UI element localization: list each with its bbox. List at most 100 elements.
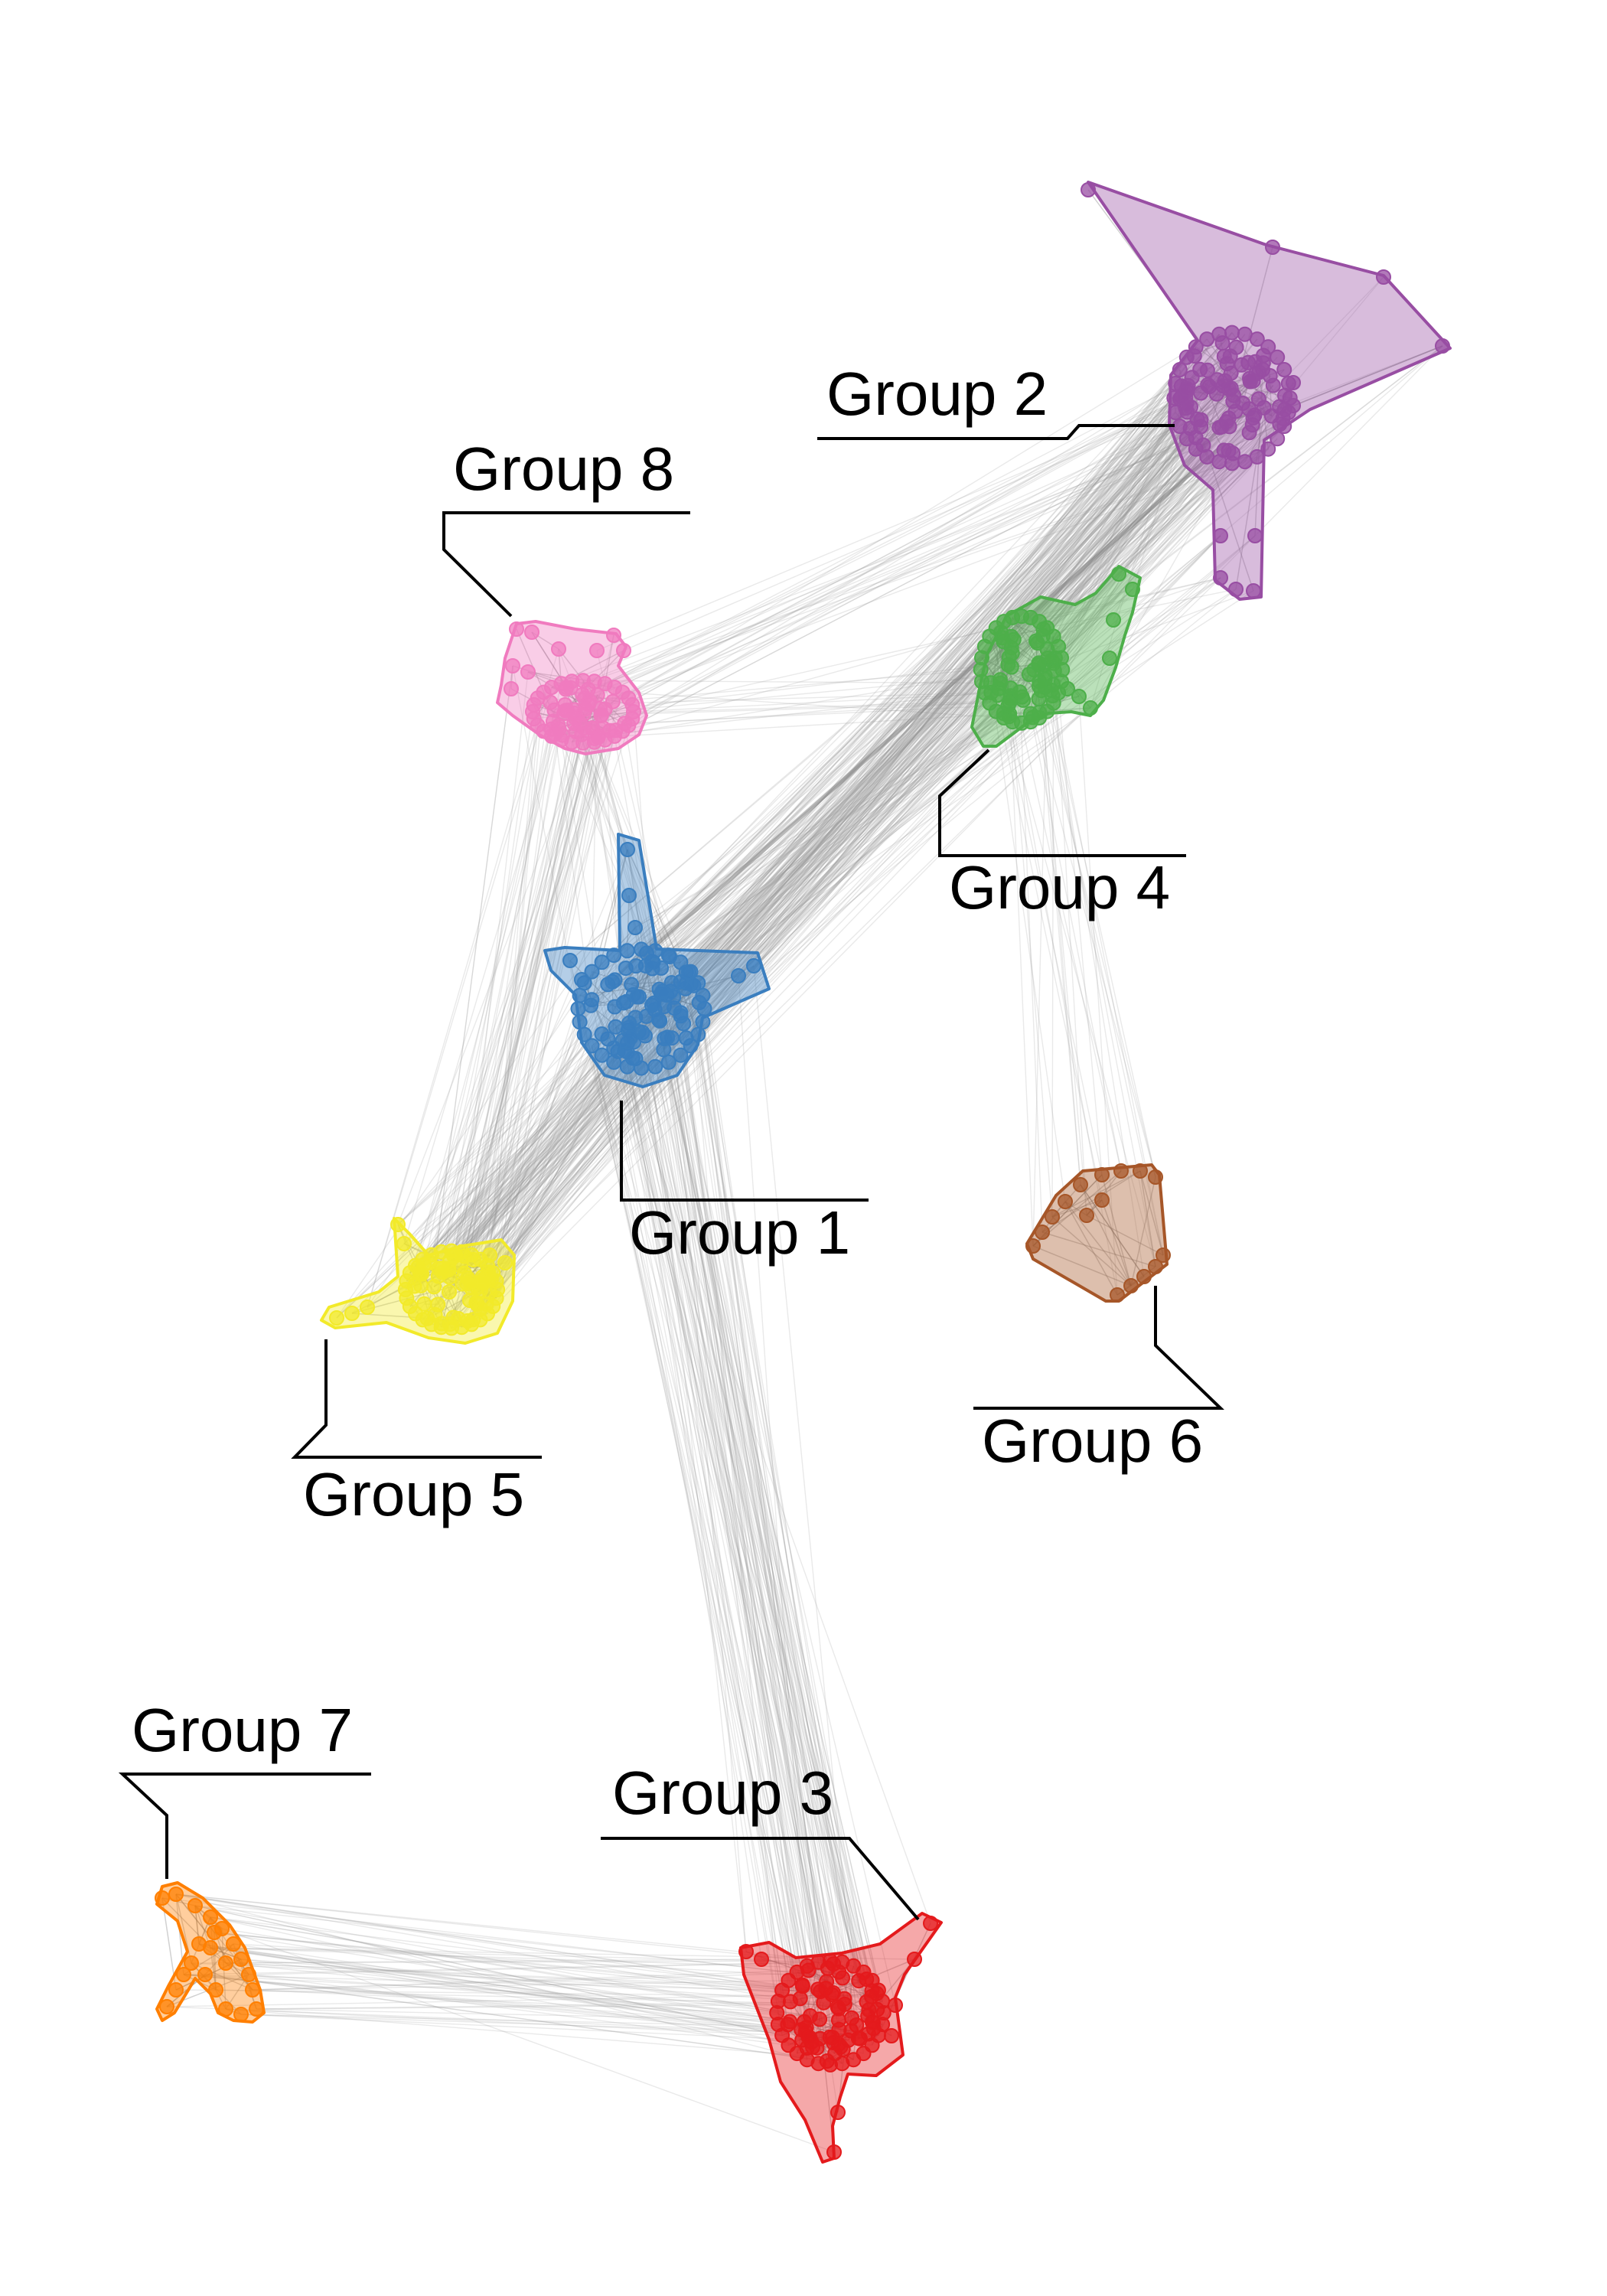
edge-g2-g8 xyxy=(597,426,1230,696)
group-3-node xyxy=(802,2008,818,2024)
group-3-node xyxy=(822,2029,838,2045)
group-3-node xyxy=(923,1916,938,1931)
edge-g5-g2 xyxy=(441,407,1265,1324)
edge-g1-g3 xyxy=(627,951,879,1991)
edge-g2-g5 xyxy=(477,421,1227,1288)
group-2-node xyxy=(1168,376,1184,391)
group-2-node xyxy=(1276,362,1292,377)
edge-internal-g2 xyxy=(1292,345,1443,406)
edge-g1-g3 xyxy=(613,954,762,1960)
edge-g1-g2 xyxy=(689,395,1234,973)
group-1-node xyxy=(690,1026,706,1042)
group-2-node xyxy=(1247,407,1263,423)
edge-g4-g6 xyxy=(1051,636,1054,1218)
edge-g1-g3 xyxy=(627,1066,883,2025)
group-5-node xyxy=(360,1300,375,1315)
edge-g1-g2 xyxy=(671,389,1230,1039)
edge-g1-g2 xyxy=(660,438,1188,995)
group-4-node xyxy=(1054,650,1069,666)
edge-g3-g7 xyxy=(191,1962,872,1998)
group-6-node xyxy=(1136,1269,1152,1284)
edge-g2-g5 xyxy=(442,355,1231,1269)
group-4-label: Group 4 xyxy=(938,748,1186,921)
edge-g1-g3 xyxy=(668,1062,826,1989)
edge-g1-g2 xyxy=(646,400,1234,1017)
edge-g1-g5 xyxy=(473,1026,617,1261)
group-8-node xyxy=(581,696,597,713)
edge-g1-g3 xyxy=(653,1003,836,2054)
edge-g1-g4 xyxy=(634,713,1010,928)
edge-g1-g2 xyxy=(624,427,1221,1052)
edge-g1-g2 xyxy=(614,379,1218,980)
edge-g1-g3 xyxy=(660,993,852,2018)
edge-g8-g5 xyxy=(483,694,583,1283)
edge-g5-g2 xyxy=(441,426,1231,1328)
edge-g1-g2 xyxy=(667,385,1189,1038)
edge-g1-g4 xyxy=(633,685,1040,996)
group-1-node xyxy=(606,1054,622,1070)
edge-g2-g8 xyxy=(633,428,1191,713)
edge-g1-g2 xyxy=(579,426,1285,1022)
edge-g1-g2 xyxy=(613,407,1265,1049)
group-1-node xyxy=(608,1019,624,1035)
group-3-node xyxy=(884,2028,899,2043)
group-6-node xyxy=(1113,1163,1129,1179)
group-2-node xyxy=(1376,269,1391,285)
edge-internal-g2 xyxy=(1240,246,1273,365)
group-2-node xyxy=(1237,454,1253,470)
group-1-node xyxy=(673,1047,689,1063)
edge-internal-g2 xyxy=(1284,345,1443,410)
group-7-node xyxy=(168,1887,184,1902)
group-7-node xyxy=(249,2001,264,2017)
edge-g8-g5 xyxy=(440,698,585,1252)
edge-g2-g8 xyxy=(554,424,1253,711)
edge-g3-g7 xyxy=(233,1943,843,1979)
group-1-node xyxy=(638,1008,654,1024)
edge-g1-g5 xyxy=(461,849,628,1253)
group-6-node xyxy=(1035,1225,1050,1240)
edge-g8-g5 xyxy=(367,687,553,1308)
edge-g1-g2 xyxy=(631,355,1195,985)
edge-g1-g4 xyxy=(637,649,1048,998)
edge-g8-g5 xyxy=(471,698,585,1325)
edge-internal-g6 xyxy=(1051,1170,1141,1218)
edge-g1-g3 xyxy=(702,1022,844,2050)
group-2-node xyxy=(1228,582,1244,597)
edge-internal-g8 xyxy=(604,634,614,684)
edge-g8-g5 xyxy=(495,687,615,1299)
edge-g1-g2 xyxy=(686,432,1250,984)
edge-g3-g7 xyxy=(210,1947,849,2041)
edge-g8-g5 xyxy=(431,694,598,1255)
group-2-node xyxy=(1260,441,1276,457)
edge-g1-g2 xyxy=(626,424,1253,1003)
group-7-node xyxy=(191,1936,207,1952)
edge-g5-g2 xyxy=(437,438,1188,1305)
edge-g2-g8 xyxy=(598,347,1237,736)
group-4-node xyxy=(993,672,1008,688)
edge-g2-g8 xyxy=(570,414,1255,689)
group-1-node xyxy=(696,1001,712,1016)
edge-internal-g6 xyxy=(1101,1199,1132,1287)
edge-g8-g5 xyxy=(471,713,575,1255)
edge-g1-g3 xyxy=(634,1017,859,1981)
edge-g2-g5 xyxy=(442,409,1286,1273)
group-2-node xyxy=(1168,405,1184,420)
edge-g2-g5 xyxy=(442,397,1291,1273)
group-1-node xyxy=(695,987,711,1003)
edge-g1-g3 xyxy=(633,994,790,2046)
edge-g1-g4 xyxy=(680,637,1003,983)
edge-g3-g7 xyxy=(225,1962,874,2029)
edge-g1-g2 xyxy=(635,438,1188,967)
edge-g1-g5 xyxy=(429,1038,665,1264)
edge-g2-g5 xyxy=(441,370,1208,1328)
edge-g8-g5 xyxy=(464,727,585,1274)
edge-g1-g3 xyxy=(614,1026,839,2007)
edge-g2-g8 xyxy=(622,410,1236,732)
edge-g1-g8 xyxy=(575,718,668,1038)
edge-g2-g5 xyxy=(442,334,1246,1273)
group-2-node xyxy=(1188,339,1204,355)
edge-g1-g5 xyxy=(409,1006,615,1274)
group-2-node xyxy=(1260,339,1276,355)
edge-internal-g7 xyxy=(214,1932,249,1975)
edge-g1-g2 xyxy=(686,355,1195,973)
